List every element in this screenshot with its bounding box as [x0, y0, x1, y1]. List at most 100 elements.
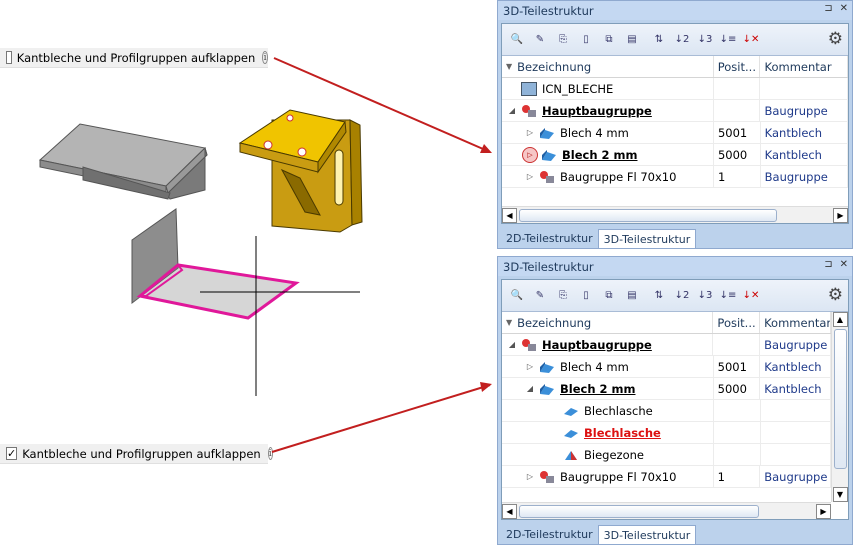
expand-checkbox-top[interactable]	[6, 51, 12, 64]
scroll-right-icon[interactable]: ▶	[833, 207, 848, 223]
print-icon[interactable]: ▤	[627, 34, 637, 45]
col-bezeichnung[interactable]: ▼Bezeichnung	[502, 56, 714, 77]
expand-checkbox-bottom[interactable]: ✓	[6, 447, 18, 460]
tree-row[interactable]: Biegezone	[502, 444, 831, 466]
settings-gear-icon[interactable]: ⚙	[827, 29, 843, 49]
horizontal-scrollbar-bottom[interactable]: ◀ ▶	[502, 502, 831, 519]
find-icon[interactable]: 🔍	[510, 34, 524, 45]
tree-row[interactable]: ◢Hauptbaugruppe Baugruppe	[502, 334, 831, 356]
collapse-icon[interactable]: ◢	[508, 340, 516, 349]
sort-list-icon[interactable]: ↓≡	[719, 290, 737, 301]
tab-2d-structure[interactable]: 2D-Teilestruktur	[506, 232, 593, 245]
vertical-scrollbar-bottom[interactable]: ▲ ▼	[831, 312, 848, 502]
column-header-top: ▼Bezeichnung Posit... Kommentar	[502, 56, 848, 78]
scroll-thumb[interactable]	[519, 504, 759, 518]
sort-icon[interactable]: ⇅	[654, 34, 664, 45]
collapse-icon[interactable]: ◢	[526, 384, 534, 393]
horizontal-scrollbar-top[interactable]: ◀ ▶	[502, 206, 848, 223]
col-position[interactable]: Posit...	[714, 56, 761, 77]
clear-sort-icon[interactable]: ↓✕	[742, 290, 760, 301]
tree-row[interactable]: ▷Blech 4 mm 5001 Kantblech	[502, 356, 831, 378]
sort-num-icon[interactable]: ↓3	[697, 34, 713, 45]
flange-icon	[563, 404, 579, 418]
tree-row[interactable]: ◢Hauptbaugruppe Baugruppe	[502, 100, 848, 122]
print-icon[interactable]: ▤	[627, 290, 637, 301]
tree-row[interactable]: Blechlasche	[502, 422, 831, 444]
info-icon[interactable]: i	[262, 51, 268, 64]
brush-icon[interactable]: ✎	[535, 34, 545, 45]
assembly-icon	[521, 104, 537, 118]
panel-title-bottom: 3D-Teilestruktur ⊐✕	[498, 257, 852, 276]
tab-2d-structure[interactable]: 2D-Teilestruktur	[506, 528, 593, 541]
tree-row[interactable]: ▷Baugruppe Fl 70x10 1 Baugruppe	[502, 166, 849, 188]
tab-3d-structure[interactable]: 3D-Teilestruktur	[597, 229, 697, 248]
tree-row[interactable]: Blechlasche	[502, 400, 831, 422]
tree-row[interactable]: ▷Baugruppe Fl 70x10 1 Baugruppe	[502, 466, 831, 488]
bend-zone-icon	[563, 448, 579, 462]
expand-highlight-icon[interactable]: ▷	[522, 146, 538, 163]
tree-grid-bottom: ▼Bezeichnung Posit... Kommentar ◢Hauptba…	[502, 312, 831, 488]
toolbar-top: 🔍 ✎ ⎘ ▯ ⧉ ▤ ⇅ ↓2 ↓3 ↓≡ ↓✕ ⚙	[502, 24, 848, 56]
sheet-metal-icon	[539, 126, 555, 140]
panel-3d-structure-top: 3D-Teilestruktur ⊐ ✕ 🔍 ✎ ⎘ ▯ ⧉ ▤ ⇅ ↓2 ↓3 …	[497, 0, 853, 249]
tree-row[interactable]: ICN_BLECHE	[502, 78, 848, 100]
close-icon[interactable]: ✕	[839, 259, 848, 270]
scroll-thumb[interactable]	[833, 329, 847, 469]
yellow-assembly	[238, 109, 363, 233]
close-icon[interactable]: ✕	[839, 3, 848, 14]
tree-row[interactable]: ▷Blech 2 mm 5000 Kantblech	[502, 144, 848, 166]
pin-icon[interactable]: ⊐	[824, 3, 833, 14]
bent-sheet-bottom	[131, 208, 300, 320]
collapse-icon[interactable]: ◢	[508, 106, 516, 115]
settings-gear-icon[interactable]: ⚙	[827, 285, 843, 305]
col-position[interactable]: Posit...	[713, 312, 761, 333]
col-kommentar[interactable]: Kommentar	[760, 312, 831, 333]
sort-num-icon[interactable]: ↓3	[697, 290, 713, 301]
sort-list-icon[interactable]: ↓≡	[719, 34, 737, 45]
paste-icon[interactable]: ▯	[583, 34, 589, 45]
sort-az-icon[interactable]: ↓2	[674, 34, 690, 45]
expand-icon[interactable]: ▷	[526, 172, 534, 181]
column-header-bottom: ▼Bezeichnung Posit... Kommentar	[502, 312, 831, 334]
expand-icon[interactable]: ▷	[526, 362, 534, 371]
assembly-root-icon	[521, 81, 537, 96]
bent-sheet-top	[38, 123, 208, 200]
brush-icon[interactable]: ✎	[535, 290, 545, 301]
3d-viewport	[38, 57, 492, 453]
pin-icon[interactable]: ⊐	[824, 259, 833, 270]
copy-icon[interactable]: ⎘	[559, 290, 567, 301]
scroll-down-icon[interactable]: ▼	[832, 487, 848, 502]
expand-icon[interactable]: ▷	[526, 128, 534, 137]
sort-az-icon[interactable]: ↓2	[674, 290, 690, 301]
expand-icon[interactable]: ▷	[526, 472, 534, 481]
duplicate-icon[interactable]: ⧉	[605, 290, 613, 301]
sort-icon[interactable]: ⇅	[654, 290, 664, 301]
scroll-left-icon[interactable]: ◀	[502, 207, 517, 223]
find-icon[interactable]: 🔍	[510, 290, 524, 301]
tabbar-top: 2D-Teilestruktur 3D-Teilestruktur	[498, 226, 852, 248]
assembly-icon	[521, 338, 537, 352]
panel-title-text: 3D-Teilestruktur	[503, 3, 594, 18]
tree-row[interactable]: ▷Blech 4 mm 5001 Kantblech	[502, 122, 849, 144]
tree-row[interactable]: ◢Blech 2 mm 5000 Kantblech	[502, 378, 831, 400]
paste-icon[interactable]: ▯	[583, 290, 589, 301]
duplicate-icon[interactable]: ⧉	[605, 34, 613, 45]
col-kommentar[interactable]: Kommentar	[760, 56, 848, 77]
copy-icon[interactable]: ⎘	[559, 34, 567, 45]
panel-title-top: 3D-Teilestruktur ⊐ ✕	[498, 1, 852, 20]
assembly-icon	[539, 170, 555, 184]
scroll-left-icon[interactable]: ◀	[502, 503, 517, 519]
info-icon[interactable]: i	[267, 447, 273, 460]
toolbar-bottom: 🔍 ✎ ⎘ ▯ ⧉ ▤ ⇅ ↓2 ↓3 ↓≡ ↓✕ ⚙	[502, 280, 848, 312]
clear-sort-icon[interactable]: ↓✕	[742, 34, 760, 45]
panel-body-bottom: 🔍 ✎ ⎘ ▯ ⧉ ▤ ⇅ ↓2 ↓3 ↓≡ ↓✕ ⚙ ▼Bezeichnung…	[501, 279, 849, 520]
arrow-to-top-panel	[273, 57, 491, 153]
checkbox-label-bottom: Kantbleche und Profilgruppen aufklappen	[22, 446, 261, 461]
checkbox-row-top: Kantbleche und Profilgruppen aufklappen …	[0, 48, 268, 68]
col-bezeichnung[interactable]: ▼Bezeichnung	[502, 312, 714, 333]
tab-3d-structure[interactable]: 3D-Teilestruktur	[597, 525, 697, 544]
tabbar-bottom: 2D-Teilestruktur 3D-Teilestruktur	[498, 522, 852, 544]
scroll-thumb[interactable]	[519, 208, 777, 222]
scroll-right-icon[interactable]: ▶	[816, 503, 831, 519]
scroll-up-icon[interactable]: ▲	[832, 312, 848, 327]
